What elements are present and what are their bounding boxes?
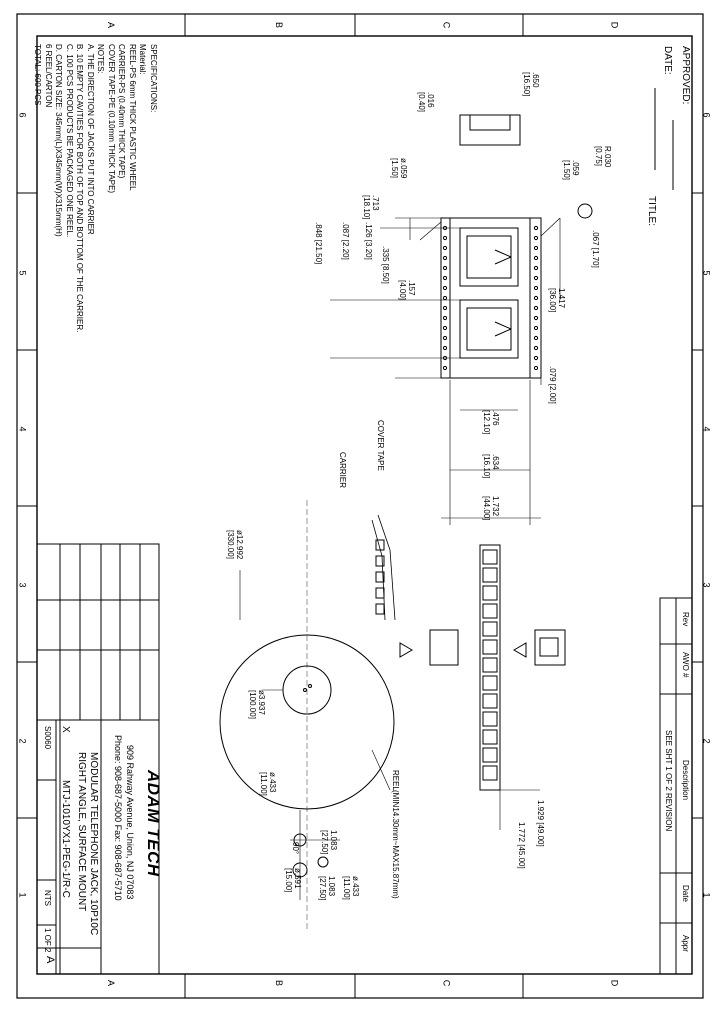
spec-line-7: B. 10 EMPTY CAVITIES FOR BOTH OF TOP AND… bbox=[75, 44, 85, 333]
title-label: TITLE: bbox=[646, 196, 657, 227]
reel-label: REEL bbox=[391, 770, 400, 791]
revision-description: SEE SHT 1 OF 2 REVISION bbox=[664, 730, 673, 832]
dim-1083-a: 1.083 [27.50] bbox=[320, 830, 338, 855]
zone-number-5-left: 5 bbox=[17, 270, 28, 276]
dim-848: .848 [21.50] bbox=[314, 222, 323, 265]
zone-number-1-left: 1 bbox=[17, 892, 28, 898]
dim-1417: 1.417 [36.00] bbox=[548, 288, 566, 313]
zone-letter-a-bottom: A bbox=[106, 979, 117, 987]
sheet-value: 1 OF 2 bbox=[43, 928, 52, 953]
zone-letter-c-top: C bbox=[441, 21, 452, 29]
dim-433-b: ø.433 [11.00] bbox=[342, 876, 360, 900]
awo-header: AWO # bbox=[681, 652, 690, 678]
spec-line-5: NOTES: bbox=[96, 44, 106, 74]
company-phone: Phone: 908-687-5000 Fax: 908-687-5710 bbox=[113, 735, 123, 901]
zone-number-1-right: 1 bbox=[701, 892, 712, 898]
zone-letter-d-top: D bbox=[609, 21, 620, 29]
spec-line-6: A. THE DIRECTION OF JACKS PUT INTO CARRI… bbox=[86, 44, 95, 235]
dim-157: .157 [4.00] bbox=[398, 280, 416, 301]
dim-90-deg: 90° bbox=[291, 842, 300, 855]
zone-number-4-right: 4 bbox=[701, 426, 712, 432]
dim-476: .476 [12.10] bbox=[482, 410, 500, 435]
dim-1772: 1.772 [45.00] bbox=[517, 822, 526, 869]
company-address: 909 Rahway Avenue, Union, NJ 07083 bbox=[125, 745, 135, 900]
dim-713: .713 [18.10] bbox=[362, 195, 380, 220]
dim-067: .067 [1.70] bbox=[591, 230, 600, 268]
appr-header: Appr bbox=[681, 935, 690, 952]
spec-line-1: Material: bbox=[138, 44, 148, 75]
zone-number-6-right: 6 bbox=[701, 112, 712, 118]
zone-number-5-right: 5 bbox=[701, 270, 712, 276]
dim-12992: ø12.992 [330.00] bbox=[226, 530, 244, 560]
spec-line-11: TOTAL: 600 PCS bbox=[33, 44, 43, 106]
dim-079: .079 [2.00] bbox=[548, 366, 557, 404]
company-name: ADAM TECH bbox=[144, 770, 163, 877]
zone-number-4-left: 4 bbox=[17, 426, 28, 432]
spec-line-3: CARRIER-PS (0.40mm THICK TAPE) bbox=[117, 44, 127, 179]
scale-value: NTS bbox=[43, 890, 52, 906]
dim-r030: R.030 [0.75] bbox=[594, 146, 612, 168]
spec-line-9: D. CARTON SIZE: 345mm(L)X345mm(W)X315mm(… bbox=[54, 44, 64, 237]
dim-1929: 1.929 [49.00] bbox=[536, 800, 545, 847]
spec-line-4: COVER TAPE-PE (0.10mm THICK TAPE) bbox=[107, 44, 116, 194]
zone-letter-c-bottom: C bbox=[441, 979, 452, 987]
dim-634: .634 [16.10] bbox=[482, 454, 500, 479]
rev-header: Rev bbox=[681, 612, 690, 627]
zone-number-2-left: 2 bbox=[17, 738, 28, 744]
approved-label: APPROVED: bbox=[680, 46, 691, 105]
dim-433-a: ø.433 [11.00] bbox=[259, 772, 277, 796]
carrier-label: CARRIER bbox=[338, 452, 347, 489]
zone-letter-b-top: B bbox=[274, 21, 285, 29]
dim-087: .087 [2.20] bbox=[341, 222, 350, 260]
zone-number-3-left: 3 bbox=[17, 582, 28, 588]
date-label: DATE: bbox=[662, 46, 673, 75]
dim-059: .059 [1.50] bbox=[562, 160, 580, 181]
dim-591: ø.591 [15.00] bbox=[284, 868, 302, 893]
cover-tape-label: COVER TAPE bbox=[376, 420, 385, 471]
dim-1732: 1.732 [44.00] bbox=[482, 496, 500, 521]
zone-number-3-right: 3 bbox=[701, 582, 712, 588]
zone-number-2-right: 2 bbox=[701, 738, 712, 744]
dim-3937: ø3.937 [100.00] bbox=[248, 690, 266, 719]
dim-1083-b: 1.083 [27.50] bbox=[318, 876, 336, 901]
specifications-block: SPECIFICATIONS: Material: REEL-PS 6mm TH… bbox=[32, 44, 159, 333]
zone-letter-d-bottom: D bbox=[609, 979, 620, 987]
dim-650: .650 [16.50] bbox=[522, 72, 540, 97]
spec-line-2: REEL-PS 6mm THICK PLASTIC WHEEL bbox=[128, 44, 137, 191]
part-description-2: RIGHT ANGLE, SURFACE MOUNT bbox=[76, 752, 87, 912]
spec-line-8: C. 100 PCS PRODUCTS BE PACKAGED ONE REEL… bbox=[65, 44, 74, 238]
description-header: Description bbox=[681, 760, 690, 801]
dim-016: .016 [0.40] bbox=[417, 92, 435, 113]
date-header: Date bbox=[681, 885, 690, 902]
part-number: MTJ-1010YX1-PEG-1/R-C bbox=[60, 780, 71, 898]
zone-letter-a-top: A bbox=[106, 21, 117, 29]
drawing-code: S0060 bbox=[43, 726, 52, 750]
specs-heading: SPECIFICATIONS: bbox=[149, 44, 158, 113]
dim-059-dia: ø.059 [1.50] bbox=[390, 158, 408, 179]
dim-min-max: (MIN14.30mm~MAX15.87mm) bbox=[391, 790, 400, 899]
part-description-1: MODULAR TELEPHONE JACK, 10P10C bbox=[88, 752, 99, 936]
zone-number-6-left: 6 bbox=[17, 112, 28, 118]
dim-126: .126 [3.20] bbox=[364, 222, 373, 260]
size-value: A bbox=[44, 956, 56, 964]
spec-line-10: 6 REEL/CARTON bbox=[44, 44, 53, 108]
zone-letter-b-bottom: B bbox=[274, 979, 285, 987]
dim-335: .335 [8.50] bbox=[381, 246, 390, 284]
size-mark: X bbox=[60, 726, 71, 733]
